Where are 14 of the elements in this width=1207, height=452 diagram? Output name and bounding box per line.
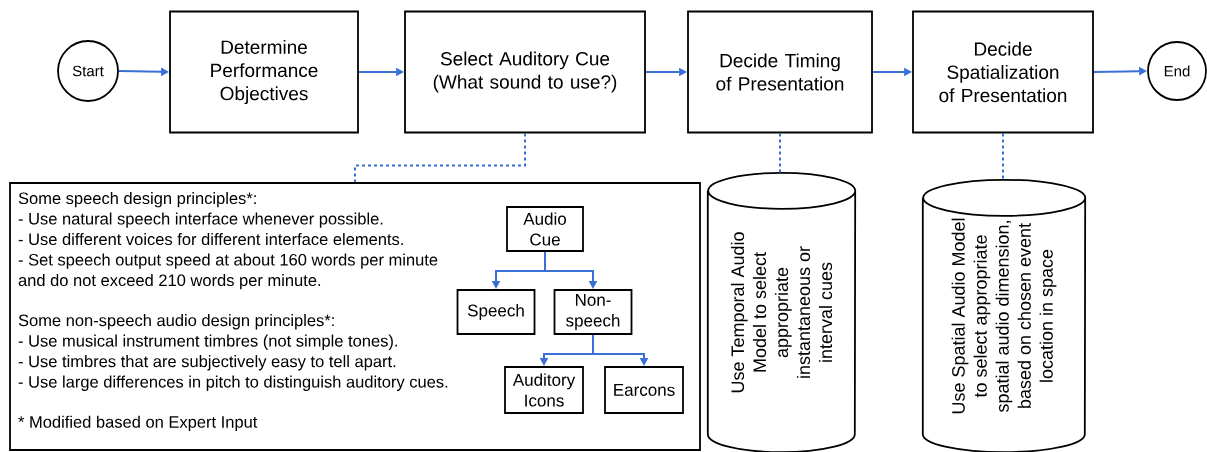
tree-box: Speech [456,289,536,335]
dashed-connector [779,132,781,174]
dashed-connector [1002,132,1004,181]
model-cylinder: Use Spatial Audio Model to select appropriate spatial audio dimension, based on chosen event location in space [921,178,1087,452]
tree-box: Non-speech [553,289,633,335]
tree-box: Earcons [604,366,684,414]
dashed-connector [354,132,526,184]
process-box: Select Auditory Cue (What sound to use?) [404,10,646,134]
process-box: Decide Timing of Presentation [687,10,873,134]
process-box: Determine Performance Objectives [169,10,359,134]
model-cylinder: Use Temporal Audio Model to select appropriate instantaneous or interval cues [706,171,857,452]
process-box: Decide Spatialization of Presentation [912,10,1094,134]
tree-box: Auditory Icons [504,366,584,414]
tree-box: Audio Cue [506,206,584,252]
